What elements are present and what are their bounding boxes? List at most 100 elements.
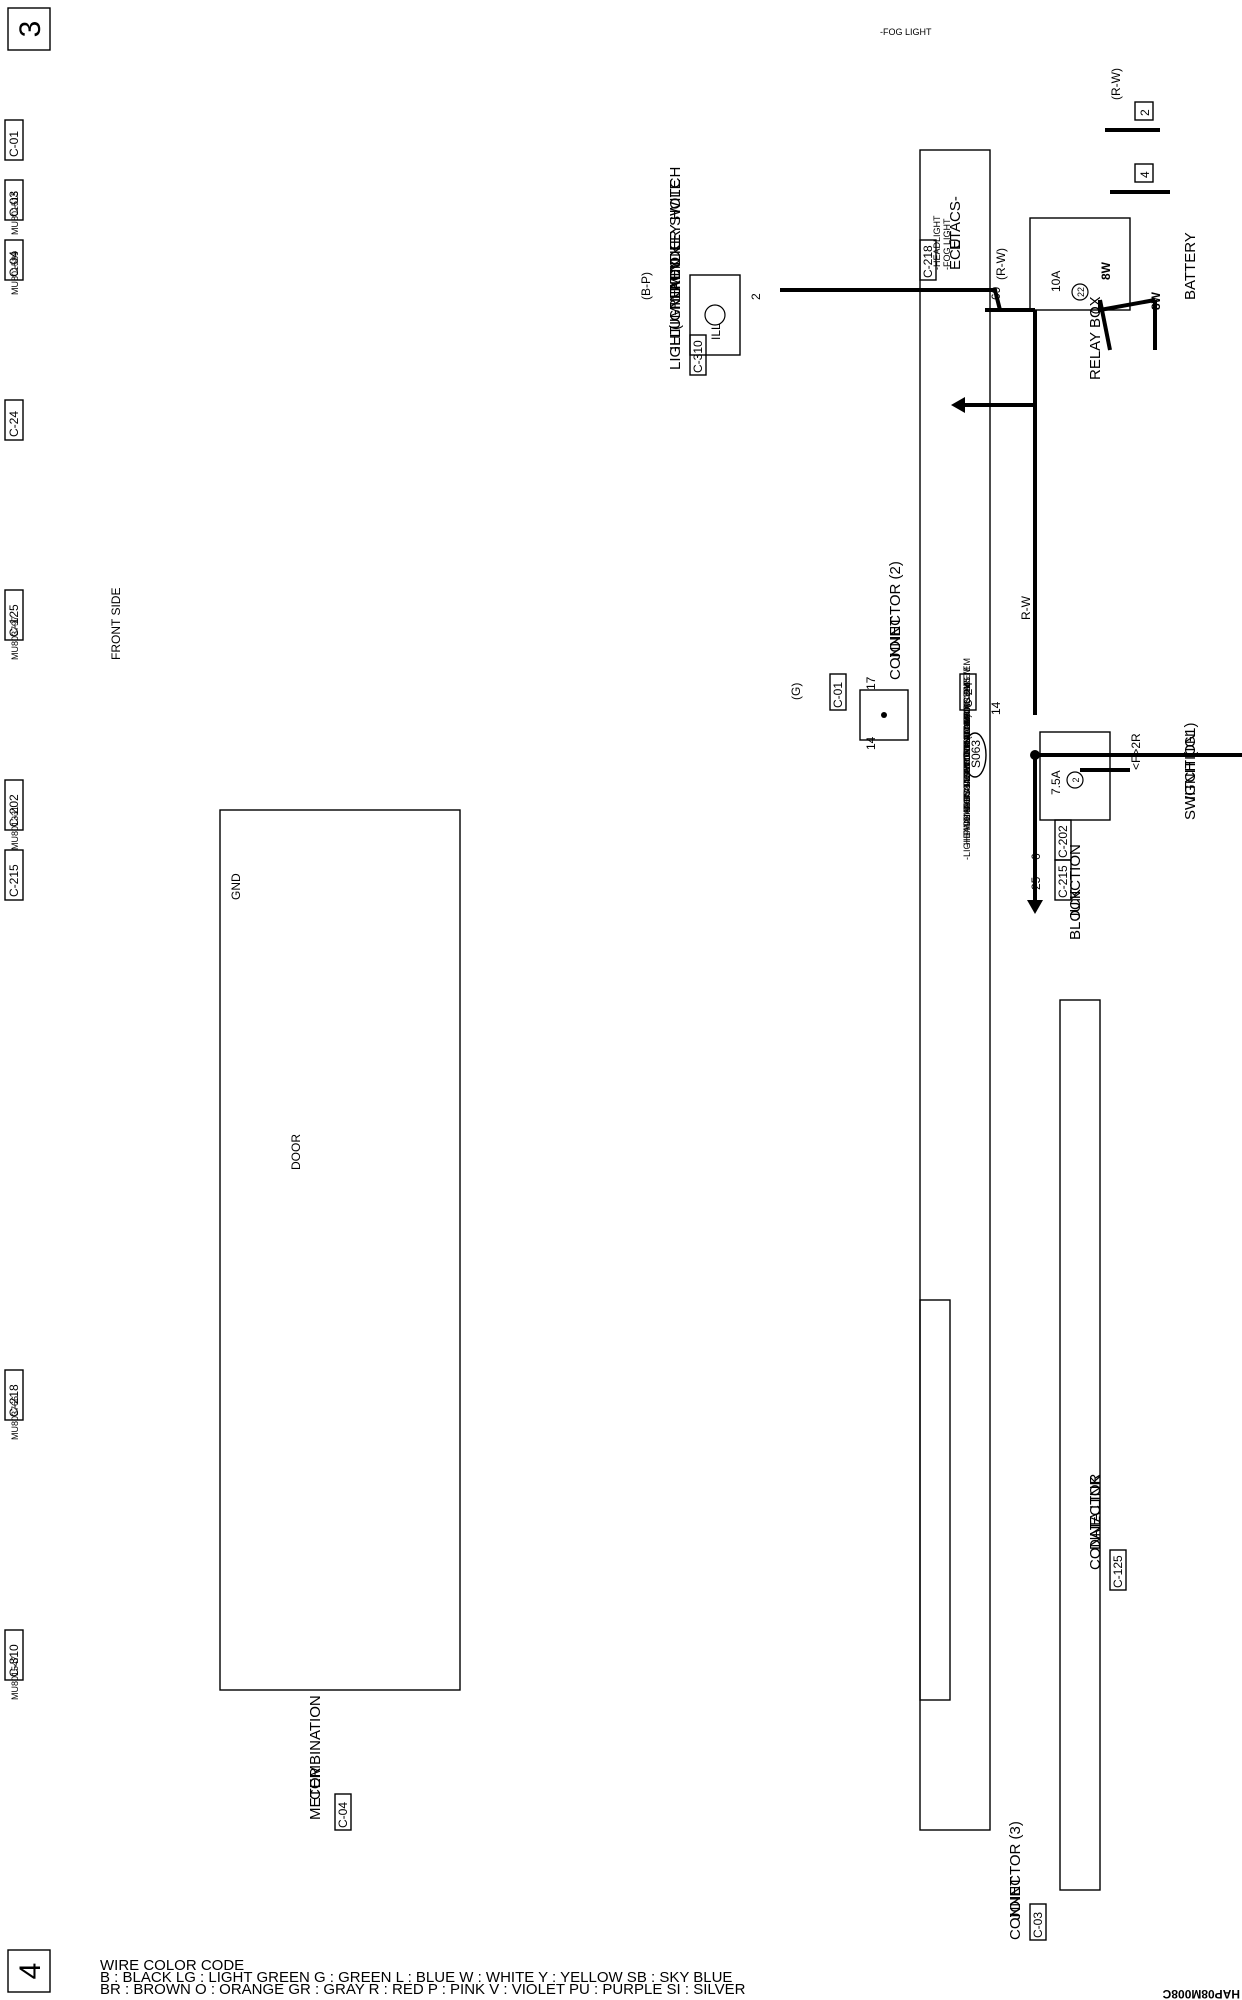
svg-text:MU801331: MU801331 (10, 806, 20, 850)
relay-feed-list: -FOG LIGHT (880, 27, 1035, 413)
svg-text:-AUDIO SYSTEM: -AUDIO SYSTEM (962, 667, 972, 738)
system-list: -AUDIO SYSTEM -AUTOMATIC AIR CONDITIONIN… (962, 658, 972, 860)
svg-text:REMINDER SWITCH: REMINDER SWITCH (667, 167, 684, 310)
svg-text:(G): (G) (789, 683, 803, 700)
svg-text:-CONTROLLER AREA: -CONTROLLER AREA (962, 685, 972, 776)
connector-c202: C-202 MU801331 (4, 779, 24, 850)
page-marker-left: 3 (7, 7, 51, 51)
svg-text:C-03: C-03 (7, 191, 21, 217)
svg-text:<F>2R: <F>2R (1129, 733, 1143, 770)
svg-text:8W: 8W (1149, 291, 1163, 310)
relay-box: 22 10A RELAY BOX (1029, 217, 1131, 380)
svg-text:25: 25 (1029, 876, 1043, 890)
svg-text:-FOG LIGHT: -FOG LIGHT (880, 27, 932, 37)
junction-block: 2 7.5A JUNCTION BLOCK 6 25 C-202 C-215 (1029, 731, 1111, 940)
svg-text:(B-P): (B-P) (639, 272, 653, 300)
svg-text:4: 4 (1138, 171, 1152, 178)
svg-text:SWITCH (IG1): SWITCH (IG1) (1182, 723, 1199, 821)
svg-text:-HEADLIGHT: -HEADLIGHT (932, 215, 942, 270)
connector-c218: C-218 MU803766 (4, 1369, 24, 1440)
svg-text:10A: 10A (1049, 271, 1063, 292)
svg-text:MU801547: MU801547 (10, 1656, 20, 1700)
fuse-22-icon (1071, 283, 1089, 301)
svg-text:CONNECTOR (2): CONNECTOR (2) (887, 561, 904, 680)
svg-text:CONNECTOR (3): CONNECTOR (3) (1007, 1821, 1024, 1940)
svg-text:2: 2 (1138, 109, 1152, 116)
splice-s063: S063 (963, 732, 1242, 778)
c01-label: C-01 (831, 682, 845, 708)
svg-text:KEY: KEY (667, 260, 684, 290)
svg-text:(R-W): (R-W) (994, 248, 1008, 280)
svg-text:ETACS-: ETACS- (947, 196, 964, 250)
svg-text:-CONVERTIBLE TOP: -CONVERTIBLE TOP (962, 713, 972, 800)
ignition-switch-feed: IGNITION SWITCH (IG1) <F>2R (1080, 723, 1199, 821)
svg-text:FRONT SIDE: FRONT SIDE (109, 588, 123, 660)
svg-text:C-125: C-125 (1111, 1555, 1125, 1588)
svg-text:2: 2 (1071, 777, 1081, 782)
svg-text:JOINT: JOINT (887, 617, 904, 660)
battery-supply: BATTERY 8W 8W (1098, 232, 1199, 351)
svg-text:S063: S063 (969, 740, 983, 768)
svg-text:6: 6 (1029, 853, 1043, 860)
svg-text:CONNECTOR: CONNECTOR (1087, 1473, 1104, 1570)
svg-text:C-218: C-218 (921, 245, 935, 278)
connector-c01: C-01 (4, 119, 24, 161)
combination-meter: COMBINATION METER C-04 GND DOOR (219, 809, 461, 1831)
svg-text:-HANDS-FREE CELLULAR: -HANDS-FREE CELLULAR (962, 713, 972, 824)
joint-connector-3: JOINT CONNECTOR (3) C-03 (1007, 999, 1101, 1941)
svg-text:-LIGHTING MONITOR TONE ALARM: -LIGHTING MONITOR TONE ALARM (962, 709, 972, 860)
svg-text:C-215: C-215 (7, 864, 21, 897)
svg-text:C-04: C-04 (7, 251, 21, 277)
c215-label: C-215 (1056, 865, 1070, 898)
svg-text:JOINT: JOINT (1007, 1877, 1024, 1920)
svg-text:C-24: C-24 (7, 411, 21, 437)
svg-text:C-03: C-03 (1031, 1912, 1045, 1938)
data-link-connector: DATA LINK CONNECTOR C-125 (919, 1299, 1127, 1701)
ref-2-arrow: 2 (R-W) (1105, 68, 1160, 132)
etacs-ecu: ETACS- ECU C-218 69 (919, 149, 1003, 1831)
svg-text:ILLUMINATION: ILLUMINATION (667, 246, 684, 350)
connector-c310: C-310 MU801547 (4, 1629, 24, 1700)
svg-text:MU803766: MU803766 (10, 1396, 20, 1440)
joint-connector-2: 17 14 JOINT CONNECTOR (2) C-01 (G) (789, 561, 909, 750)
svg-text:METER: METER (307, 1767, 324, 1820)
relay-box-label: RELAY BOX (1087, 296, 1104, 380)
svg-text:2: 2 (749, 293, 763, 300)
svg-text:14: 14 (989, 701, 1003, 715)
svg-text:MU803797: MU803797 (10, 616, 20, 660)
battery-label: BATTERY (1182, 232, 1199, 300)
connector-c125: C-125 MU803797 FRONT SIDE (4, 588, 123, 660)
connector-c24: C-24 (4, 399, 24, 441)
svg-text:(R-W): (R-W) (1109, 68, 1123, 100)
wire-color-code: WIRE COLOR CODE B : BLACK LG : LIGHT GRE… (100, 1957, 746, 1998)
c24-label: C-24 (961, 682, 975, 708)
svg-text:1: 1 (669, 293, 683, 300)
relay-box-outline (1029, 217, 1131, 311)
svg-text:GND: GND (229, 873, 243, 900)
svg-text:-HEADLIGHT: -HEADLIGHT (962, 793, 972, 848)
svg-text:8W: 8W (1099, 261, 1113, 280)
svg-text:COMBINATION: COMBINATION (307, 1695, 324, 1800)
svg-text:WIRE COLOR CODE: WIRE COLOR CODE (100, 1957, 244, 1974)
svg-text:69: 69 (989, 286, 1003, 300)
ref-4-arrow-top: 4 (1110, 163, 1170, 194)
svg-text:C-310: C-310 (7, 1644, 21, 1677)
svg-text:DATA LINK: DATA LINK (1087, 1476, 1104, 1550)
svg-text:MU801589: MU801589 (10, 251, 20, 295)
svg-text:(IGNITION KEY HOLE: (IGNITION KEY HOLE (667, 179, 684, 330)
system-branch (1027, 755, 1043, 914)
svg-text:4: 4 (14, 1963, 47, 1980)
svg-text:LIGHT: LIGHT (667, 326, 684, 370)
svg-text:B : BLACK LG : LIGHT GREEN: B : BLACK LG : LIGHT GREEN G : GREEN L :… (100, 1969, 732, 1986)
footer-code: HAP08M008C (1162, 1987, 1240, 2000)
svg-text:ECU: ECU (947, 238, 964, 270)
key-reminder-switch: ILL KEY REMINDER SWITCH (IGNITION KEY HO… (639, 167, 763, 376)
svg-text:IGNITION: IGNITION (1182, 733, 1199, 800)
svg-text:C-04: C-04 (336, 1802, 350, 1828)
connector-c03: C-03 MU801515 (4, 179, 24, 235)
connector-c215: C-215 (4, 849, 24, 901)
svg-text:MU801515: MU801515 (10, 191, 20, 235)
